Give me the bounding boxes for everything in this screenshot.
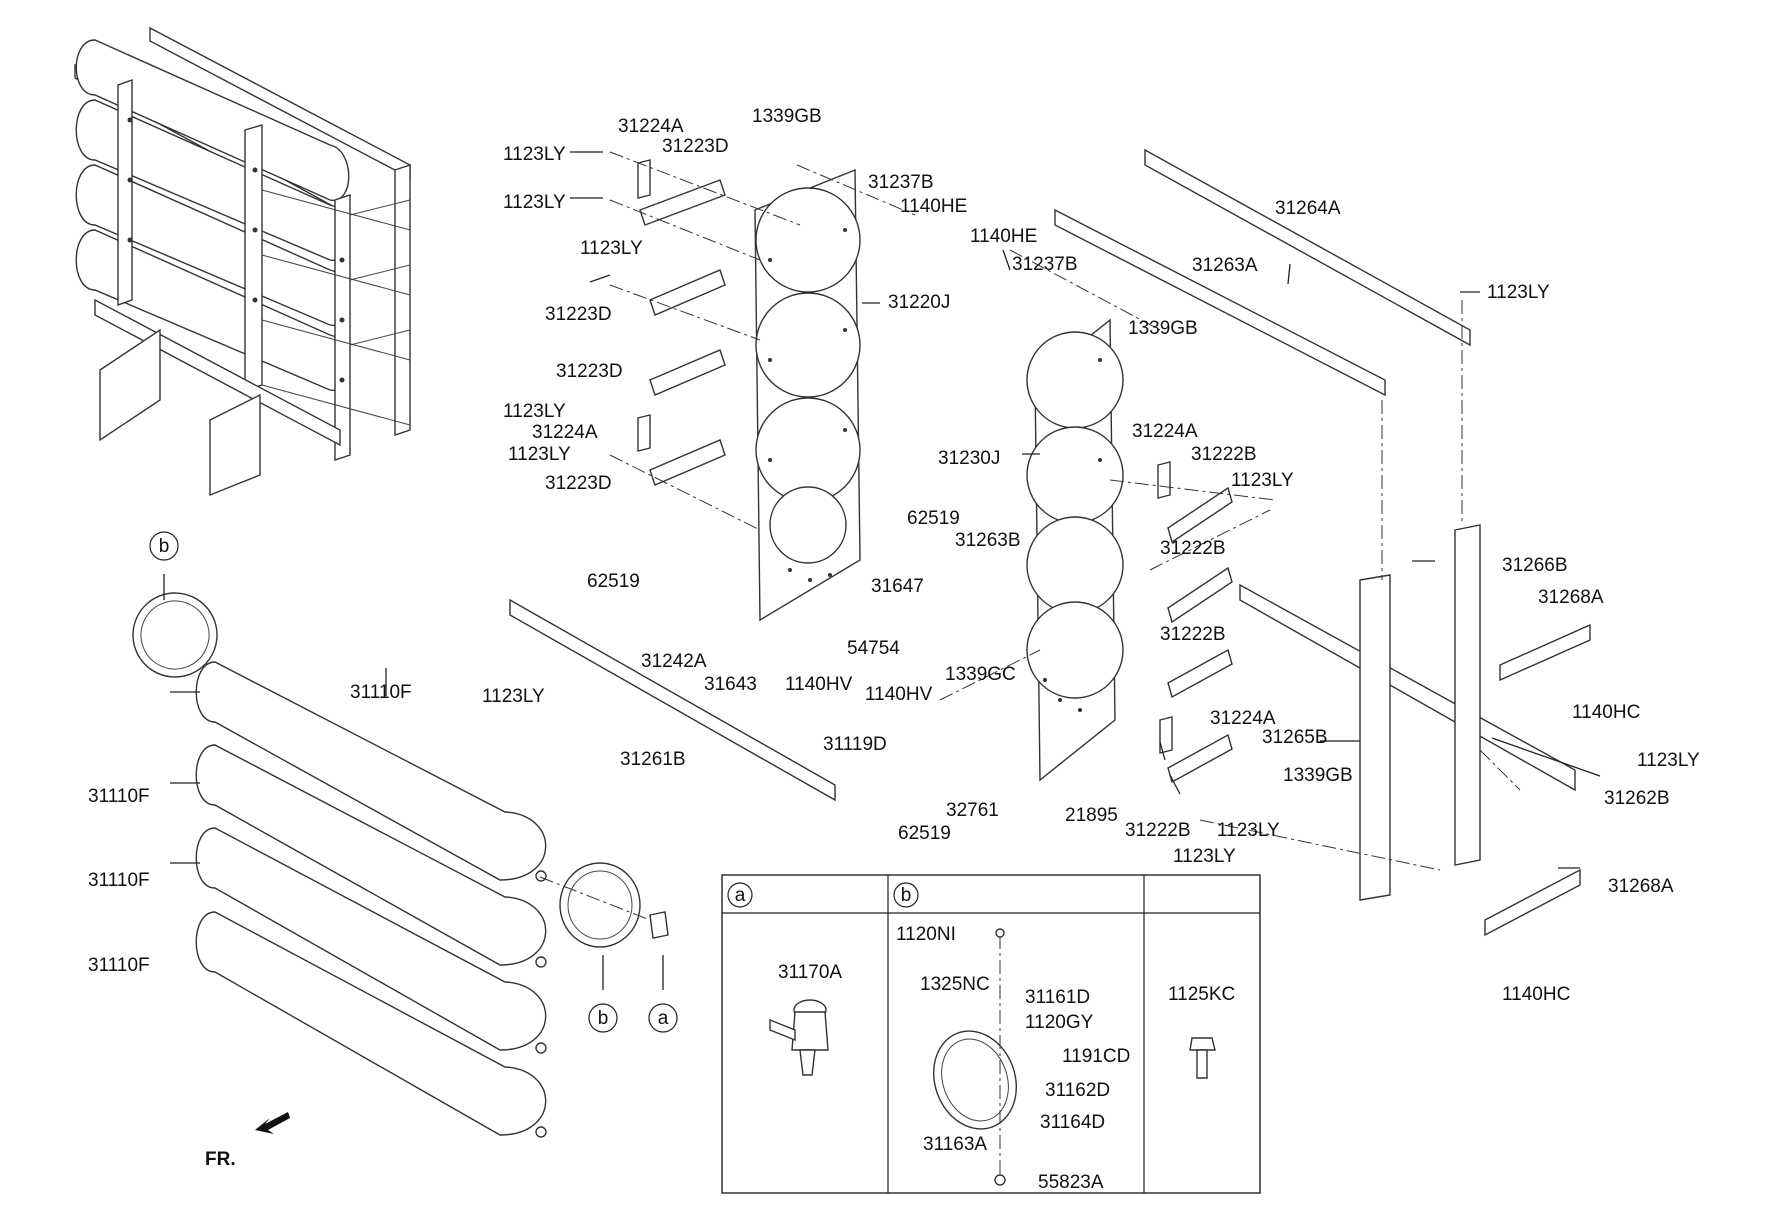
callout-label: 31222B	[1191, 444, 1257, 465]
front-direction-label: FR.	[205, 1149, 236, 1170]
bracket-plate-31230j	[1026, 318, 1124, 782]
small-brackets	[637, 159, 1233, 784]
callout-label: 31224A	[1132, 421, 1198, 442]
callout-label: 31261B	[620, 749, 686, 770]
reference-bubble-letter: b	[159, 536, 170, 557]
table-callout-label: 31162D	[1045, 1080, 1110, 1101]
callout-label: 31110F	[88, 870, 150, 891]
leader-lines	[170, 151, 1601, 869]
callout-label: 1339GC	[945, 664, 1016, 685]
callout-label: 1123LY	[580, 238, 643, 259]
callout-label: 31220J	[888, 292, 950, 313]
callout-label: 31222B	[1125, 820, 1191, 841]
callout-label: 31223D	[556, 361, 623, 382]
front-direction-arrow-icon	[255, 1112, 290, 1134]
callout-label: 31224A	[532, 422, 598, 443]
table-callout-label: 1120GY	[1025, 1012, 1094, 1033]
table-callout-label: 31170A	[778, 962, 842, 983]
frame-rails	[509, 148, 1591, 937]
part-number-callouts: 31224A 1339GB 1123LY 31223D 31237B 1140HE 1123…	[88, 106, 1700, 1170]
callout-label: 1123LY	[503, 192, 566, 213]
alignment-lines	[609, 151, 1521, 871]
callout-label: 31643	[704, 674, 757, 695]
callout-label: 31224A	[1210, 708, 1276, 729]
callout-label: 1339GB	[752, 106, 822, 127]
callout-label: 21895	[1065, 805, 1118, 826]
gas-cylinder-group	[132, 574, 669, 1138]
callout-label: 1339GB	[1128, 318, 1198, 339]
callout-label: 62519	[898, 823, 951, 844]
callout-label: 31223D	[545, 304, 612, 325]
reference-bubble-letter: b	[598, 1008, 609, 1029]
callout-label: 31242A	[641, 651, 707, 672]
callout-label: 31222B	[1160, 538, 1226, 559]
callout-label: 1339GB	[1283, 765, 1353, 786]
callout-label: 1123LY	[503, 144, 566, 165]
callout-label: 32761	[946, 800, 999, 821]
callout-label: 1123LY	[1231, 470, 1294, 491]
detail-table-labels: a b 31170A 1120NI 1325NC 31161D 1120GY 1191CD 31…	[735, 885, 1236, 1193]
callout-label: 1123LY	[1217, 820, 1280, 841]
callout-label: 31110F	[88, 786, 150, 807]
callout-label: 62519	[907, 508, 960, 529]
callout-label: 31222B	[1160, 624, 1226, 645]
callout-label: 1123LY	[482, 686, 545, 707]
callout-label: 31223D	[545, 473, 612, 494]
callout-label: 31262B	[1604, 788, 1670, 809]
table-callout-label: 31164D	[1040, 1112, 1105, 1133]
callout-label: 31119D	[823, 734, 887, 755]
callout-label: 31237B	[1012, 254, 1078, 275]
callout-label: 31268A	[1608, 876, 1674, 897]
bubble-letters: b b a	[159, 536, 669, 1029]
table-callout-label: 1325NC	[920, 974, 990, 995]
table-callout-label: 1191CD	[1062, 1046, 1130, 1067]
callout-label: 1123LY	[1173, 846, 1236, 867]
callout-label: 1123LY	[1487, 282, 1550, 303]
callout-label: 31223D	[662, 136, 729, 157]
callout-label: 31263A	[1192, 255, 1258, 276]
table-callout-label: 31161D	[1025, 987, 1090, 1008]
table-callout-label: 1125KC	[1168, 984, 1235, 1005]
detail-reference-bubbles	[149, 531, 678, 1033]
callout-label: 1123LY	[503, 401, 566, 422]
callout-label: 1140HE	[970, 226, 1037, 247]
table-callout-label: 1120NI	[896, 924, 956, 945]
callout-label: 31110F	[350, 682, 412, 703]
table-header-a: a	[735, 885, 746, 906]
callout-label: 31263B	[955, 530, 1021, 551]
detail-table	[721, 874, 1261, 1194]
callout-label: 31237B	[868, 172, 934, 193]
callout-label: 31264A	[1275, 198, 1341, 219]
callout-label: 54754	[847, 638, 900, 659]
callout-label: 31647	[871, 576, 924, 597]
callout-label: 1123LY	[1637, 750, 1700, 771]
band-clamp-illustration	[933, 928, 1017, 1186]
callout-label: 31265B	[1262, 727, 1328, 748]
assembly-overview-illustration	[74, 26, 411, 497]
callout-label: 1140HV	[785, 674, 853, 695]
table-callout-label: 31163A	[923, 1134, 987, 1155]
callout-label: 62519	[587, 571, 640, 592]
callout-label: 31224A	[618, 116, 684, 137]
bracket-plate-31220j	[754, 168, 861, 622]
callout-label: 31266B	[1502, 555, 1568, 576]
table-callout-label: 55823A	[1038, 1172, 1104, 1193]
callout-label: 31268A	[1538, 587, 1604, 608]
valve-31170a-illustration	[769, 999, 829, 1076]
callout-label: 1140HE	[900, 196, 967, 217]
reference-bubble-letter: a	[658, 1008, 669, 1029]
callout-label: 31230J	[938, 448, 1000, 469]
callout-label: 1140HV	[865, 684, 933, 705]
callout-label: 1140HC	[1572, 702, 1640, 723]
callout-label: 1140HC	[1502, 984, 1570, 1005]
callout-label: 1123LY	[508, 444, 571, 465]
callout-label: 31110F	[88, 955, 150, 976]
bolt-1125kc-illustration	[1189, 1037, 1216, 1079]
table-header-b: b	[901, 885, 912, 906]
